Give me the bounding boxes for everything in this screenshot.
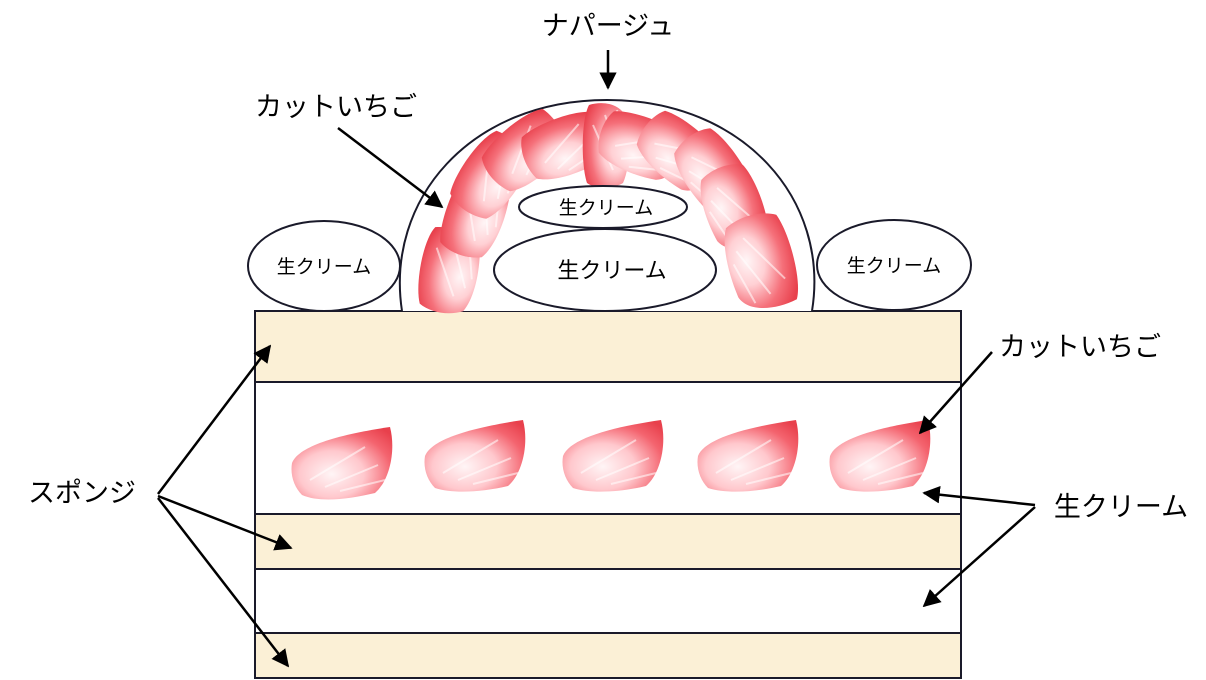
cream-dome-upper xyxy=(518,185,688,229)
sponge-layer-top xyxy=(254,310,962,383)
cream-layer-lower xyxy=(254,568,962,634)
fresh-cream-arrow-upper xyxy=(922,485,1036,507)
fresh-cream-right-label: 生クリーム xyxy=(1054,492,1188,523)
cream-dome-upper-label: 生クリーム xyxy=(559,197,653,219)
cream-dollop-right-label: 生クリーム xyxy=(847,255,941,277)
strawberry-slice xyxy=(829,420,931,492)
fresh-cream-arrow-lower xyxy=(922,506,1036,608)
cut-strawberry-top-label: カットいちご xyxy=(255,92,417,123)
sponge-layer-middle xyxy=(254,513,962,570)
strawberry-row xyxy=(291,420,931,500)
nappage-label: ナパージュ xyxy=(542,11,675,42)
cream-dome-main-label: 生クリーム xyxy=(557,259,666,284)
sponge-label: スポンジ xyxy=(28,478,136,509)
sponge-arrow-middle xyxy=(157,494,293,551)
sponge-arrow-top xyxy=(157,344,272,495)
cream-dollop-right xyxy=(816,219,972,311)
cut-strawberry-top-arrow xyxy=(337,127,444,209)
sponge-arrow-bottom xyxy=(157,497,290,668)
strawberry-slice xyxy=(424,420,526,492)
strawberry-slice xyxy=(562,420,664,492)
strawberry-arch xyxy=(418,103,798,314)
cream-dollop-left-label: 生クリーム xyxy=(277,256,371,278)
cut-strawberry-right-arrow xyxy=(918,351,993,435)
strawberry-slice xyxy=(724,213,798,308)
strawberry-slice xyxy=(697,420,799,492)
strawberry-slice xyxy=(291,427,393,500)
sponge-layer-bottom xyxy=(254,632,962,679)
cream-dome-main xyxy=(493,228,717,312)
cut-strawberry-right-label: カットいちご xyxy=(999,332,1161,363)
